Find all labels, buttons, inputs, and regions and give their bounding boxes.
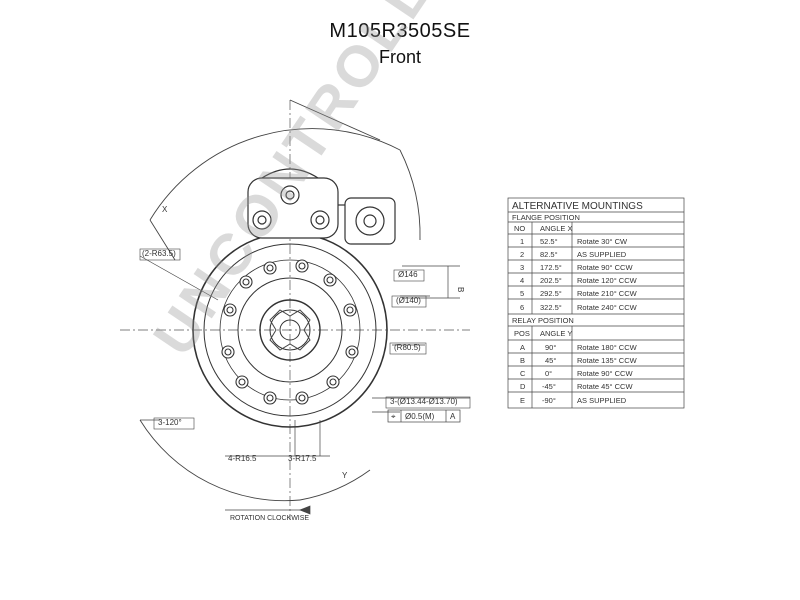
- relay-row-pos: E: [520, 396, 525, 405]
- dim-d146: Ø146: [398, 270, 418, 279]
- flange-row-no: 6: [520, 303, 524, 312]
- relay-col-pos: POS: [514, 329, 530, 338]
- relay-col-angle: ANGLE Y: [540, 329, 572, 338]
- flange-row-note: Rotate 210° CCW: [577, 289, 638, 298]
- relay-row-note: Rotate 180° CCW: [577, 343, 638, 352]
- relay-row-pos: D: [520, 382, 526, 391]
- relay-row-pos: B: [520, 356, 525, 365]
- mountings-table: [507, 197, 685, 409]
- flange-row-angle: 292.5°: [540, 289, 562, 298]
- table-header: ALTERNATIVE MOUNTINGS: [512, 201, 643, 212]
- title-block: M105R3505SE Front: [0, 20, 800, 68]
- flange-row-no: 4: [520, 276, 524, 285]
- dim-angle120: 3-120°: [158, 418, 182, 427]
- dim-holes: 3-(Ø13.44-Ø13.70): [390, 397, 458, 406]
- flange-row-note: Rotate 90° CCW: [577, 263, 633, 272]
- flange-row-no: 3: [520, 263, 524, 272]
- flange-row-no: 5: [520, 289, 524, 298]
- relay-row-angle: -45°: [542, 382, 556, 391]
- flange-row-note: Rotate 240° CCW: [577, 303, 638, 312]
- drawing-title: M105R3505SE: [329, 20, 471, 42]
- solenoid-housing: [247, 168, 339, 239]
- flange-row-no: 1: [520, 237, 524, 246]
- bolt-holes: [221, 259, 359, 405]
- dim-side: B: [456, 287, 465, 292]
- flange-col-no: NO: [514, 224, 525, 233]
- relay-row-pos: C: [520, 369, 526, 378]
- relay-row-note: Rotate 135° CCW: [577, 356, 638, 365]
- pinion-gear: [269, 309, 311, 351]
- tolerance-frame: ⌖ Ø0.5(M) A: [387, 409, 461, 423]
- flange-row-no: 2: [520, 250, 524, 259]
- relay-row-angle: 0°: [545, 369, 552, 378]
- tolerance-symbol: ⌖: [391, 412, 396, 421]
- relay-row-angle: 90°: [545, 343, 556, 352]
- flange-row-angle: 52.5°: [540, 237, 558, 246]
- mounting-arcs: [139, 99, 421, 502]
- tolerance-value: Ø0.5(M): [405, 412, 435, 421]
- relay-rows: A 90° Rotate 180° CCW B 45° Rotate 135° …: [520, 343, 638, 405]
- relay-row-pos: A: [520, 343, 525, 352]
- dim-r805: (R80.5): [394, 343, 421, 352]
- relay-row-note: AS SUPPLIED: [577, 396, 627, 405]
- angle-x-label: X: [162, 205, 168, 214]
- flange-row-angle: 172.5°: [540, 263, 562, 272]
- relay-row-note: Rotate 45° CCW: [577, 382, 633, 391]
- relay-row-note: Rotate 90° CCW: [577, 369, 633, 378]
- relay-section-label: RELAY POSITION: [512, 316, 574, 325]
- flange-row-note: Rotate 120° CCW: [577, 276, 638, 285]
- dim-r175: 3-R17.5: [288, 454, 317, 463]
- relay-row-angle: 45°: [545, 356, 556, 365]
- dimension-lines: [139, 255, 470, 515]
- flange-row-note: Rotate 30° CW: [577, 237, 628, 246]
- flange-row-note: AS SUPPLIED: [577, 250, 627, 259]
- dim-r635: (2-R63.5): [142, 249, 176, 258]
- relay-row-angle: -90°: [542, 396, 556, 405]
- flange-section-label: FLANGE POSITION: [512, 213, 580, 222]
- flange-rows: 1 52.5° Rotate 30° CW 2 82.5° AS SUPPLIE…: [520, 237, 638, 312]
- centerlines: [120, 100, 470, 520]
- flange-col-angle: ANGLE X: [540, 224, 573, 233]
- flange-row-angle: 82.5°: [540, 250, 558, 259]
- dim-d140: (Ø140): [396, 296, 421, 305]
- terminal-block: [338, 197, 396, 245]
- flange-row-angle: 322.5°: [540, 303, 562, 312]
- rotation-label: ROTATION CLOCKWISE: [230, 515, 309, 522]
- flange-row-angle: 202.5°: [540, 276, 562, 285]
- drawing-subtitle: Front: [378, 47, 421, 67]
- angle-y-label: Y: [342, 471, 348, 480]
- datum-label: A: [450, 412, 456, 421]
- dim-r165: 4-R16.5: [228, 454, 257, 463]
